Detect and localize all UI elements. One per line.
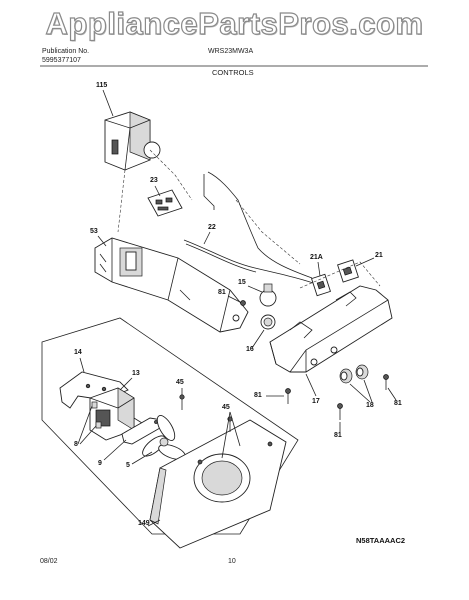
part-81-screw-c [383,374,389,390]
leader-15 [247,285,263,293]
callout-8: 8 [74,441,78,448]
leader-21 [355,257,375,267]
callout-45-a: 45 [176,379,184,386]
callout-13: 13 [132,370,140,377]
callout-9: 9 [98,460,102,467]
callout-81-a: 81 [218,289,226,296]
part-18-knob-b [355,364,369,380]
callout-81-d: 81 [334,432,342,439]
part-21a-switch [310,273,332,297]
leader-45b-1 [221,411,231,459]
section-title: CONTROLS [212,68,254,77]
part-22-wire-harness [183,171,323,287]
part-149-shroud [149,419,287,549]
part-21-switch [337,259,359,283]
publication-label: Publication No. [42,48,90,55]
leader-16 [251,329,265,349]
leader-81a [227,295,241,303]
part-53-housing [94,237,249,333]
part-81-screw-a [240,300,246,306]
callout-15: 15 [238,279,246,286]
part-81-screw-d [337,403,343,420]
leader-9 [103,439,127,461]
callout-5: 5 [126,462,130,469]
page-number: 10 [228,558,236,565]
leader-5 [131,451,153,465]
callout-149: 149 [138,520,150,527]
callout-115: 115 [96,82,108,89]
part-18-knob-a [339,368,353,384]
part-8-clip-a [91,401,98,409]
callout-16: 16 [246,346,254,353]
part-17-housing [269,261,393,373]
leader-8b [79,425,97,445]
callout-45-b: 45 [222,404,230,411]
part-45-screw-a [179,394,185,410]
callout-23: 23 [150,177,158,184]
leader-13 [119,377,133,391]
callout-18: 18 [366,402,374,409]
leader-149 [147,519,161,527]
leader-115 [102,89,114,117]
leader-53 [97,235,107,247]
callout-17: 17 [312,398,320,405]
callout-21: 21 [375,252,383,259]
part-15-lamp [259,283,277,307]
footer-date: 08/02 [40,558,58,565]
leader-14 [79,357,85,373]
guide-115-b [117,169,126,233]
guide-115-a [149,149,193,201]
diagram-code: N58TAAAAC2 [356,536,406,545]
part-81-screw-b [285,388,291,404]
leader-81c [387,387,397,401]
leader-8a [77,405,93,445]
fan-detail-frame [41,317,299,535]
callout-22: 22 [208,224,216,231]
callout-21a: 21A [310,254,323,261]
watermark: AppliancePartsPros.com [45,5,424,41]
part-16-socket [260,314,276,330]
publication-number: 5995377107 [42,57,81,64]
leader-17 [305,373,317,397]
leader-45b-2 [229,411,241,447]
part-8-clip-b [95,421,102,429]
model-number: WRS23MW3A [208,48,254,55]
callout-53: 53 [90,228,98,235]
part-115-control-box [104,111,161,171]
leader-18a [349,383,371,403]
leader-18b [363,379,373,403]
leader-22 [203,231,211,245]
leader-23 [154,185,161,197]
callout-14: 14 [74,349,82,356]
callout-81-b: 81 [254,392,262,399]
part-23-board [147,189,183,217]
part-5-fan-blade [142,415,186,460]
guide-switch [235,199,301,265]
callout-81-c: 81 [394,400,402,407]
leader-21a [317,261,321,277]
